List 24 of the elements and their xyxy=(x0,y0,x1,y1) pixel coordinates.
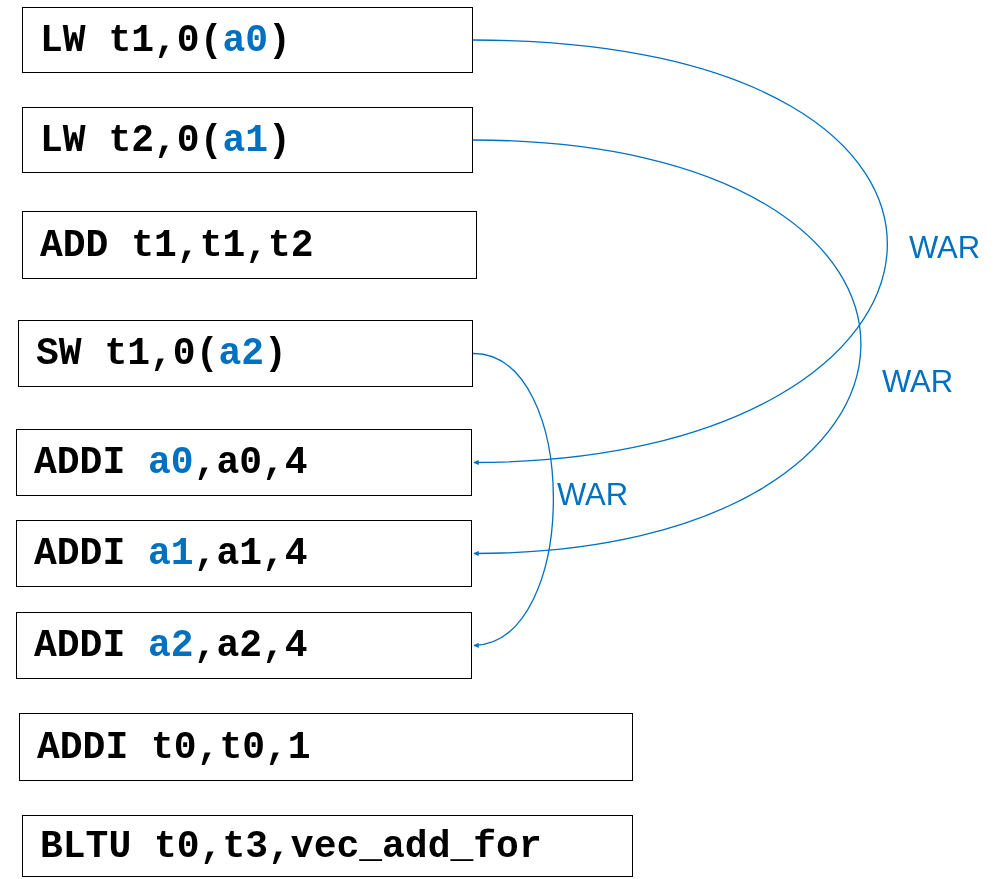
instruction-box xyxy=(16,612,472,679)
instruction-text: ADDI t0,t0,1 xyxy=(37,725,311,769)
instruction-text: ADD t1,t1,t2 xyxy=(40,223,314,267)
instruction-box xyxy=(22,815,633,877)
instruction-box xyxy=(18,320,473,387)
instruction-text: BLTU t0,t3,vec_add_for xyxy=(40,824,542,868)
dependency-arrow xyxy=(472,39,888,465)
instruction-box xyxy=(22,107,473,173)
instruction-box xyxy=(19,713,633,781)
dependency-arrow xyxy=(472,139,862,556)
instruction-text: SW t1,0(a2) xyxy=(36,332,287,375)
instruction-text: ADDI a0,a0,4 xyxy=(34,441,308,484)
instruction-text: LW t2,0(a1) xyxy=(40,118,291,162)
edge-label: WAR xyxy=(557,479,629,510)
instruction-text: LW t1,0(a0) xyxy=(40,18,291,62)
dependency-arrow xyxy=(472,352,555,647)
instruction-box xyxy=(22,7,473,73)
instruction-text: ADDI a2,a2,4 xyxy=(34,624,308,667)
instruction-box xyxy=(22,211,477,279)
instruction-box xyxy=(16,520,472,587)
edge-label: WAR xyxy=(882,366,954,397)
edge-label: WAR xyxy=(909,232,981,263)
instruction-text: ADDI a1,a1,4 xyxy=(34,532,308,575)
instruction-box xyxy=(16,429,472,496)
